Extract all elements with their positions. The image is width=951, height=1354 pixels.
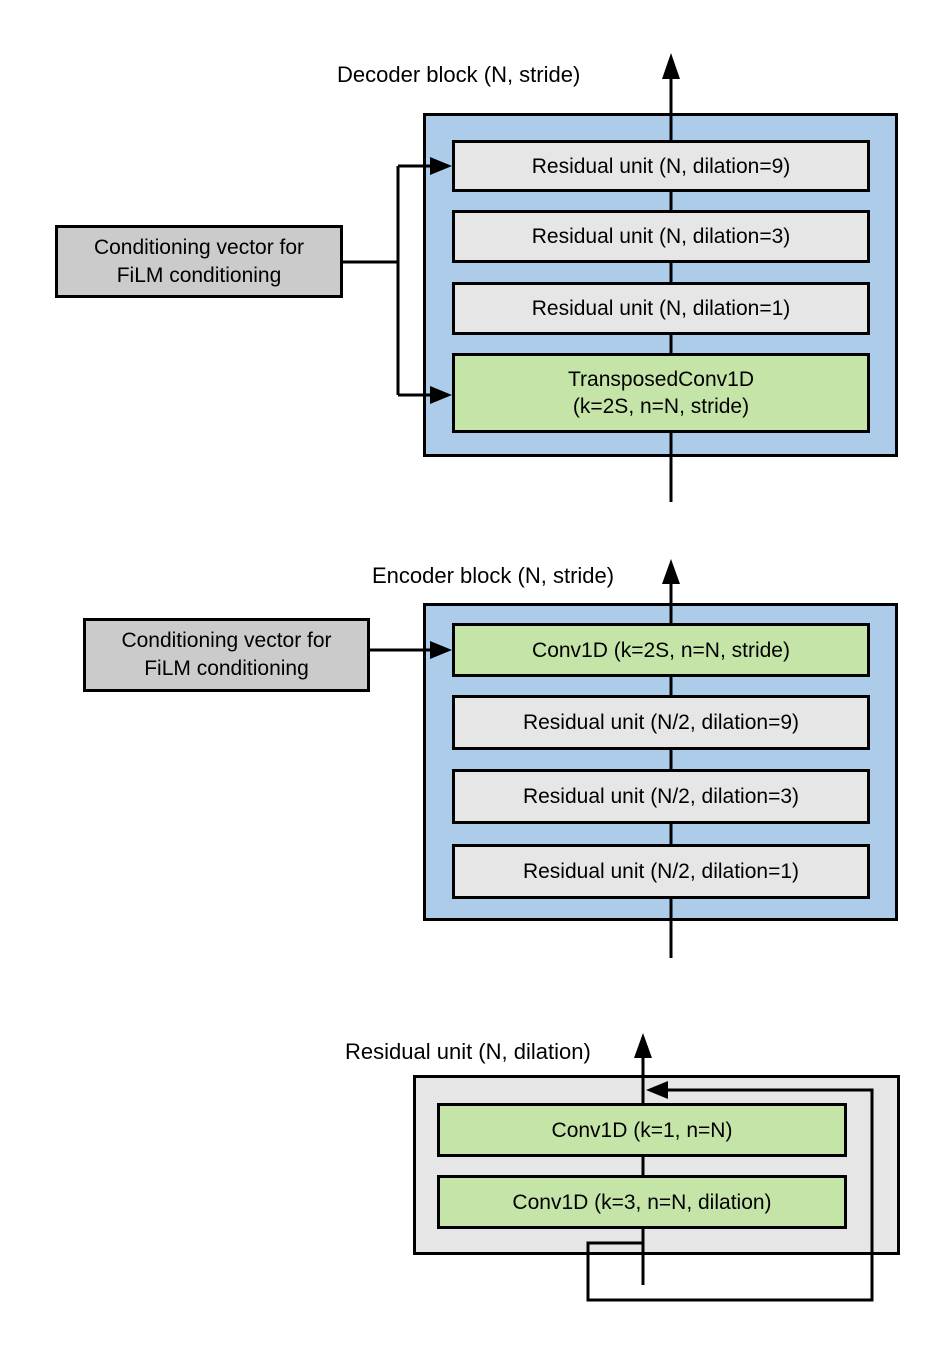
encoder-block-title: Encoder block (N, stride) (372, 563, 615, 588)
encoder-conv-box: Conv1D (k=2S, n=N, stride) (452, 623, 870, 677)
decoder-conditioning-label-line1: Conditioning vector for (93, 235, 305, 259)
residual-unit-title: Residual unit (N, dilation) (345, 1039, 591, 1064)
decoder-residual-unit-dilation1: Residual unit (N, dilation=1) (452, 282, 870, 335)
encoder-residual-unit-dilation1: Residual unit (N/2, dilation=1) (452, 844, 870, 899)
decoder-conditioning-line (343, 164, 432, 397)
transposed-conv-label-line2: (k=2S, n=N, stride) (572, 395, 750, 418)
encoder-residual-unit-dilation9: Residual unit (N/2, dilation=9) (452, 695, 870, 750)
residual-conv2-box: Conv1D (k=3, n=N, dilation) (437, 1175, 847, 1229)
encoder-conditioning-label-line1: Conditioning vector for (121, 629, 332, 652)
decoder-residual-unit-dilation9: Residual unit (N, dilation=9) (452, 140, 870, 192)
decoder-output-arrow-icon (662, 53, 680, 79)
decoder-conditioning-label-line2: FiLM conditioning (116, 263, 282, 287)
decoder-residual-unit-dilation3: Residual unit (N, dilation=3) (452, 210, 870, 263)
residual-output-arrow-icon (634, 1033, 652, 1058)
transposed-conv-label-line1: TransposedConv1D (568, 368, 754, 391)
decoder-block-title: Decoder block (N, stride) (337, 62, 581, 87)
encoder-conditioning-label-line2: FiLM conditioning (144, 657, 309, 680)
decoder-transposed-conv-box: TransposedConv1D (k=2S, n=N, stride) (452, 353, 870, 433)
residual-conv1-box: Conv1D (k=1, n=N) (437, 1103, 847, 1157)
encoder-conditioning-box: Conditioning vector for FiLM conditionin… (83, 618, 370, 692)
decoder-conditioning-box: Conditioning vector for FiLM conditionin… (55, 225, 343, 298)
encoder-output-arrow-icon (662, 559, 680, 584)
encoder-residual-unit-dilation3: Residual unit (N/2, dilation=3) (452, 769, 870, 824)
